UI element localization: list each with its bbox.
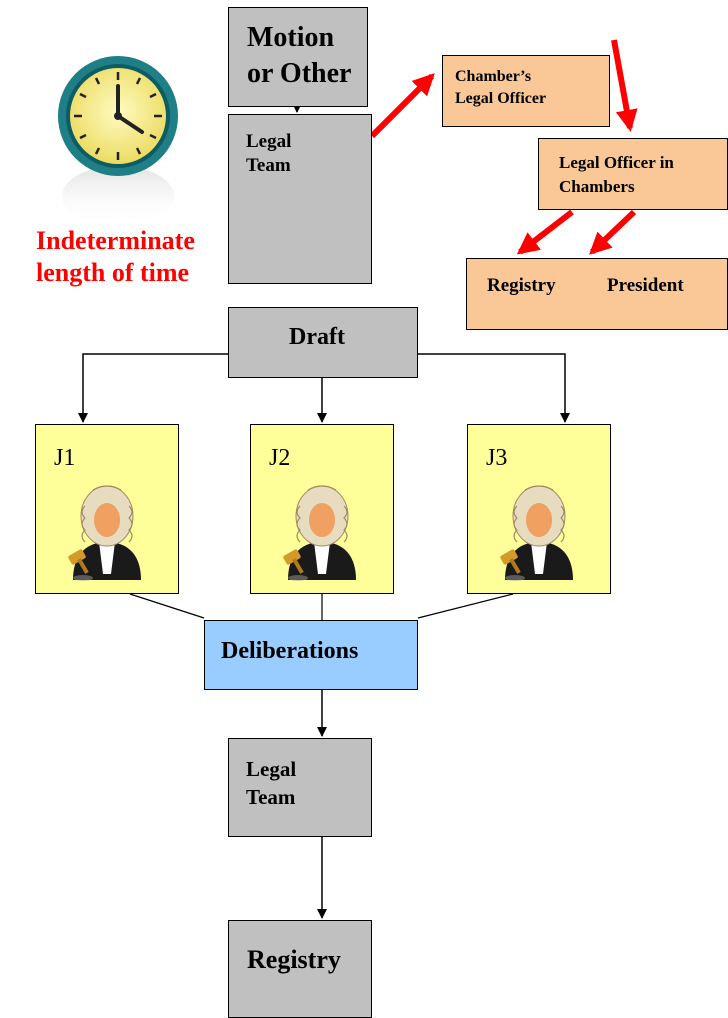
clock-caption-line1: Indeterminate — [36, 226, 195, 255]
registry-president-box: Registry President — [466, 258, 728, 330]
president-label: President — [607, 275, 684, 296]
red-arrow-to-legal-officer-in-chambers — [611, 39, 638, 132]
registry-label: Registry — [487, 275, 556, 296]
deliberations-box: Deliberations — [204, 620, 418, 690]
red-arrow-to-registry — [516, 209, 574, 255]
judge-icon — [66, 485, 142, 582]
judge-label-j1: J1 — [54, 445, 76, 471]
judge-label-j3: J3 — [486, 445, 508, 471]
line-j3-to-deliberations — [417, 593, 514, 619]
judge-icon — [498, 485, 574, 582]
draft-label: Draft — [289, 324, 345, 350]
legal-team-bottom-box: Legal Team — [228, 738, 372, 837]
chambers-legal-officer-line2: Legal Officer — [455, 90, 547, 107]
deliberations-label: Deliberations — [221, 638, 359, 664]
clock-caption-line2: length of time — [36, 258, 190, 287]
motion-label-line1: Motion — [247, 22, 335, 53]
arrow-draft-to-j3 — [418, 353, 570, 423]
chambers-legal-officer-line1: Chamber’s — [455, 68, 532, 85]
legal-team-top-label-line2: Team — [246, 155, 291, 176]
draft-box: Draft — [228, 307, 418, 378]
red-arrow-to-president — [589, 209, 637, 255]
legal-team-bottom-label-line1: Legal — [246, 757, 297, 781]
arrow-draft-to-j1 — [78, 353, 228, 423]
judge-icon — [281, 485, 357, 582]
judge-label-j2: J2 — [269, 445, 291, 471]
motion-label-line2: or Other — [247, 58, 352, 89]
legal-officer-in-chambers-line2: Chambers — [559, 177, 635, 196]
clock-reflection — [62, 166, 174, 226]
legal-team-bottom-label-line2: Team — [246, 785, 296, 809]
legal-officer-in-chambers-line1: Legal Officer in — [559, 153, 674, 172]
motion-box: Motion or Other — [228, 7, 368, 107]
legal-team-top-label-line1: Legal — [246, 131, 292, 152]
clock-icon — [58, 56, 178, 176]
registry-final-label: Registry — [247, 945, 341, 974]
registry-final-box: Registry — [228, 920, 372, 1018]
chambers-legal-officer-box: Chamber’s Legal Officer — [442, 55, 610, 127]
red-arrow-to-chambers-legal-officer — [369, 73, 435, 139]
legal-officer-in-chambers-box: Legal Officer in Chambers — [538, 138, 728, 210]
legal-team-top-box: Legal Team — [228, 114, 372, 284]
line-j1-to-deliberations — [129, 593, 205, 619]
